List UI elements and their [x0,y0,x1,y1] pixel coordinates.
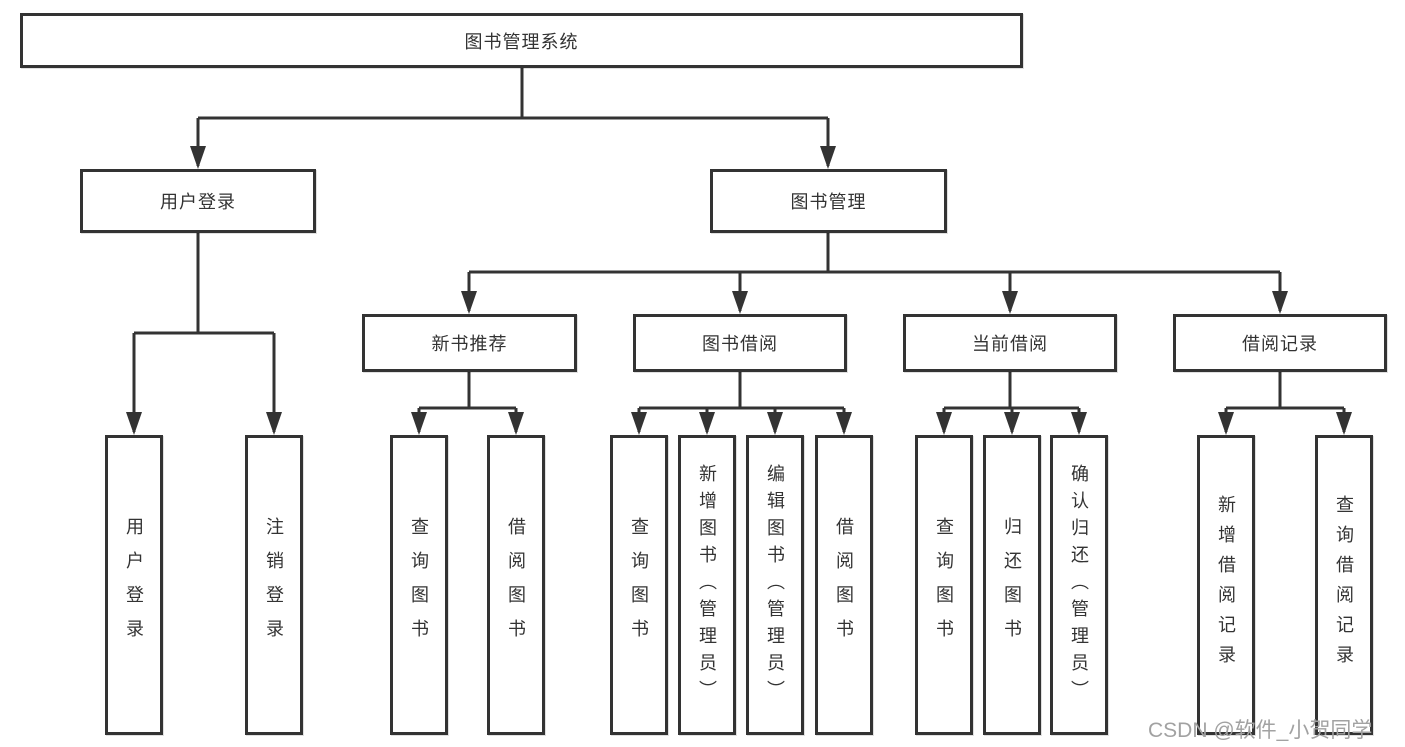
arrowhead-icon [1272,291,1288,314]
arrowhead-icon [1336,412,1352,435]
leaf-label: 借阅图书 [834,517,854,653]
node-borrowing-records: 借阅记录 [1173,314,1387,372]
leaf-label: 查询图书 [629,517,649,653]
arrowhead-icon [820,146,836,169]
leaf-label: 编辑图书（管理员） [765,463,785,707]
node-new-book-recommend: 新书推荐 [362,314,577,372]
arrowhead-icon [1071,412,1087,435]
arrowhead-icon [732,291,748,314]
leaf-label: 查询图书 [409,517,429,653]
leaf-label: 新增图书（管理员） [697,463,717,707]
leaf-label: 用户登录 [124,517,144,653]
node-root-system: 图书管理系统 [20,13,1023,68]
leaf-logout: 注销登录 [245,435,303,735]
node-book-management: 图书管理 [710,169,947,233]
leaf-add-borrow-record: 新增借阅记录 [1197,435,1255,735]
leaf-return-book: 归还图书 [983,435,1041,735]
arrowhead-icon [411,412,427,435]
arrowhead-icon [1002,291,1018,314]
arrowhead-icon [836,412,852,435]
leaf-query-books-current: 查询图书 [915,435,973,735]
arrowhead-icon [126,412,142,435]
leaf-borrow-books-borrow: 借阅图书 [815,435,873,735]
leaf-label: 注销登录 [264,517,284,653]
arrowhead-icon [266,412,282,435]
node-user-login: 用户登录 [80,169,316,233]
leaf-label: 确认归还（管理员） [1069,463,1089,707]
arrowhead-icon [631,412,647,435]
leaf-label: 查询图书 [934,517,954,653]
leaf-add-book-admin: 新增图书（管理员） [678,435,736,735]
arrowhead-icon [699,412,715,435]
leaf-label: 新增借阅记录 [1216,495,1236,675]
node-book-borrowing: 图书借阅 [633,314,847,372]
leaf-query-borrow-record: 查询借阅记录 [1315,435,1373,735]
leaf-query-books-recommend: 查询图书 [390,435,448,735]
arrowhead-icon [767,412,783,435]
arrowhead-icon [936,412,952,435]
arrowhead-icon [461,291,477,314]
leaf-edit-book-admin: 编辑图书（管理员） [746,435,804,735]
leaf-label: 归还图书 [1002,517,1022,653]
leaf-query-books-borrow: 查询图书 [610,435,668,735]
arrowhead-icon [190,146,206,169]
leaf-label: 查询借阅记录 [1334,495,1354,675]
arrowhead-icon [1218,412,1234,435]
arrowhead-icon [1004,412,1020,435]
csdn-watermark: CSDN @软件_小贺同学 [1148,719,1373,742]
arrowhead-icon [508,412,524,435]
node-current-borrowing: 当前借阅 [903,314,1117,372]
leaf-confirm-return-admin: 确认归还（管理员） [1050,435,1108,735]
leaf-user-login: 用户登录 [105,435,163,735]
leaf-label: 借阅图书 [506,517,526,653]
leaf-borrow-books-recommend: 借阅图书 [487,435,545,735]
